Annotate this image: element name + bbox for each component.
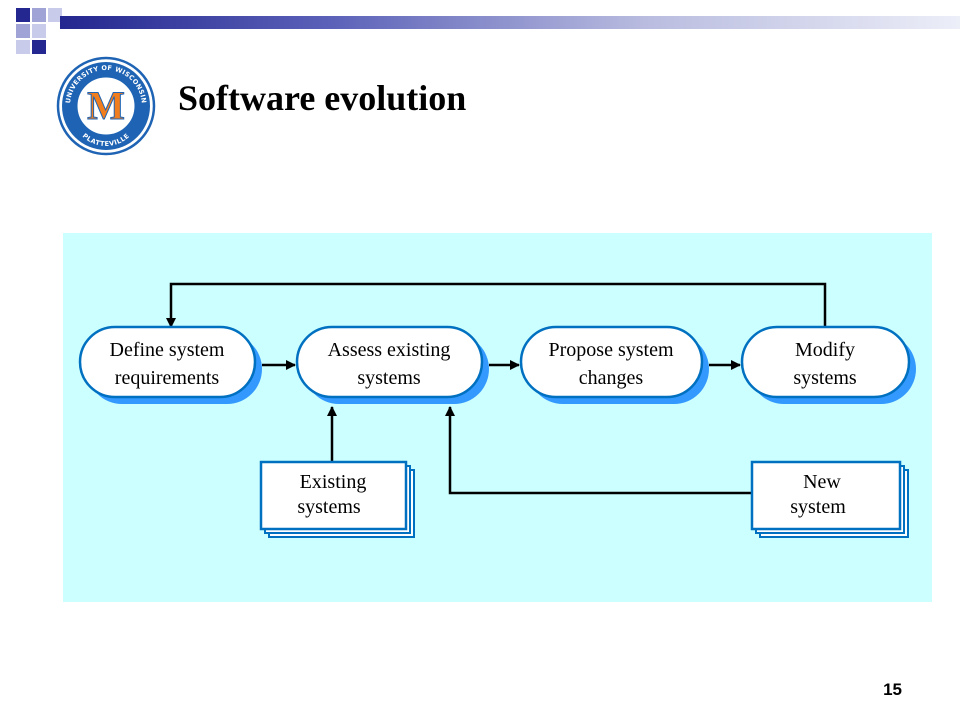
deco-square-7 [32, 40, 46, 54]
process-define-line-1: Define system [110, 339, 225, 361]
arrow-modify-to-define [166, 282, 827, 329]
store-existing-line-1: Existing [300, 471, 367, 493]
deco-square-2 [32, 8, 46, 22]
process-define-line-2: requirements [115, 367, 220, 389]
software-evolution-diagram: Define system requirements Assess existi… [63, 233, 932, 602]
process-define: Define system requirements [78, 325, 262, 404]
deco-square-5 [32, 24, 46, 38]
process-propose-line-2: changes [579, 367, 644, 389]
process-propose-line-1: Propose system [549, 339, 674, 361]
logo-year: 1866 [101, 92, 112, 98]
store-existing-line-2: systems [297, 496, 361, 518]
store-existing-systems: Existing systems [259, 460, 415, 538]
deco-square-1 [16, 8, 30, 22]
deco-square-6 [16, 40, 30, 54]
store-new-line-1: New [803, 471, 841, 493]
page-number: 15 [883, 680, 902, 699]
process-assess-line-2: systems [357, 367, 421, 389]
university-seal-icon: UNIVERSITY OF WISCONSIN PLATTEVILLE M 18… [56, 56, 156, 156]
store-new-line-2: system [790, 496, 846, 518]
process-assess: Assess existing systems [295, 325, 489, 404]
logo-center-letter: M [87, 83, 125, 128]
deco-square-4 [16, 24, 30, 38]
process-modify-line-2: systems [793, 367, 857, 389]
arrow-new-to-assess [445, 406, 752, 495]
header-decoration-bar [60, 16, 960, 29]
university-logo: UNIVERSITY OF WISCONSIN PLATTEVILLE M 18… [56, 56, 156, 156]
process-propose: Propose system changes [519, 325, 709, 404]
process-assess-line-1: Assess existing [328, 339, 451, 361]
process-modify: Modify systems [740, 325, 916, 404]
store-new-system: New system [750, 460, 909, 538]
diagram-background [63, 233, 932, 602]
deco-square-3 [48, 8, 62, 22]
process-modify-line-1: Modify [795, 339, 855, 361]
slide-title: Software evolution [178, 78, 467, 118]
